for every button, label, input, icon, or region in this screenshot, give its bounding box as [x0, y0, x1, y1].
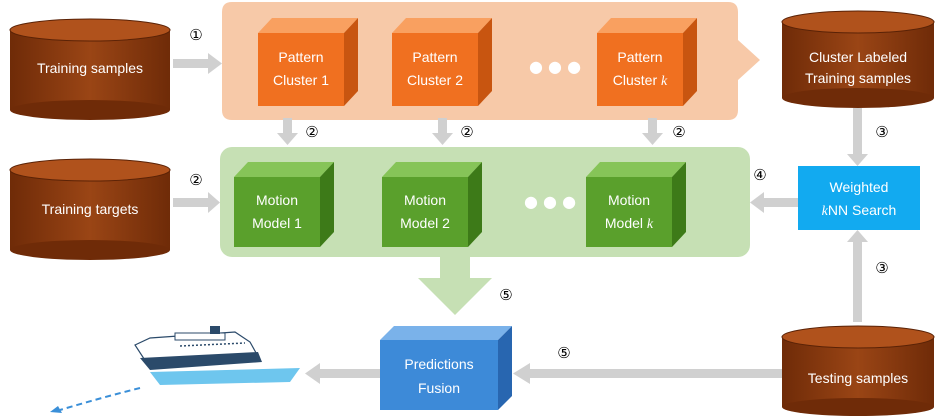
testing-samples-label: Testing samples	[808, 370, 908, 386]
weighted-knn-search: Weighted kNN Search	[798, 166, 920, 230]
cluster-labeled-line2: Training samples	[805, 70, 911, 86]
pattern-cluster-1: Pattern Cluster 1	[258, 18, 358, 106]
svg-text:Motion: Motion	[404, 192, 446, 208]
svg-text:Pattern: Pattern	[278, 49, 323, 65]
motion-to-fusion-arrow	[418, 257, 492, 315]
svg-text:Cluster 2: Cluster 2	[407, 72, 463, 88]
step-2a: ②	[305, 123, 318, 141]
svg-text:Motion: Motion	[256, 192, 298, 208]
step-5b: ⑤	[557, 344, 570, 362]
motion-model-2: Motion Model 2	[382, 162, 482, 247]
svg-text:Pattern: Pattern	[617, 49, 662, 65]
svg-text:Motion: Motion	[608, 192, 650, 208]
step-2d: ②	[189, 171, 202, 189]
svg-text:Fusion: Fusion	[418, 380, 460, 396]
svg-text:Cluster 1: Cluster 1	[273, 72, 329, 88]
svg-text:Weighted: Weighted	[830, 179, 889, 195]
training-targets-label: Training targets	[42, 201, 139, 217]
pattern-ellipsis: ● ● ●	[529, 57, 581, 76]
step-3b: ③	[875, 259, 888, 277]
svg-text:Predictions: Predictions	[404, 356, 473, 372]
pattern-cluster-k: Pattern Cluster k	[597, 18, 697, 106]
step-1: ①	[189, 26, 202, 44]
database-cluster-labeled: Cluster Labeled Training samples	[781, 10, 935, 108]
database-testing-samples: Testing samples	[781, 325, 935, 416]
database-training-targets: Training targets	[9, 158, 171, 260]
database-training-samples: Training samples	[9, 18, 171, 120]
step-4: ④	[753, 166, 766, 184]
svg-text:Cluster k: Cluster k	[613, 72, 668, 89]
ship-icon	[50, 326, 300, 413]
step-3a: ③	[875, 123, 888, 141]
svg-text:Model k: Model k	[605, 215, 654, 232]
step-5a: ⑤	[499, 286, 512, 304]
motion-ellipsis: ● ● ●	[524, 192, 576, 211]
motion-model-k: Motion Model k	[586, 162, 686, 247]
svg-text:kNN Search: kNN Search	[822, 202, 897, 219]
motion-model-1: Motion Model 1	[234, 162, 334, 247]
step-2c: ②	[672, 123, 685, 141]
svg-text:Model 2: Model 2	[400, 215, 450, 231]
cluster-labeled-line1: Cluster Labeled	[809, 49, 907, 65]
predictions-fusion: Predictions Fusion	[380, 326, 512, 410]
pattern-cluster-2: Pattern Cluster 2	[392, 18, 492, 106]
training-samples-label: Training samples	[37, 60, 143, 76]
svg-text:Pattern: Pattern	[412, 49, 457, 65]
step-2b: ②	[460, 123, 473, 141]
step-markers: ① ② ② ② ② ③ ③ ④ ⑤ ⑤	[189, 26, 888, 362]
arrows	[173, 53, 868, 384]
svg-text:Model 1: Model 1	[252, 215, 302, 231]
